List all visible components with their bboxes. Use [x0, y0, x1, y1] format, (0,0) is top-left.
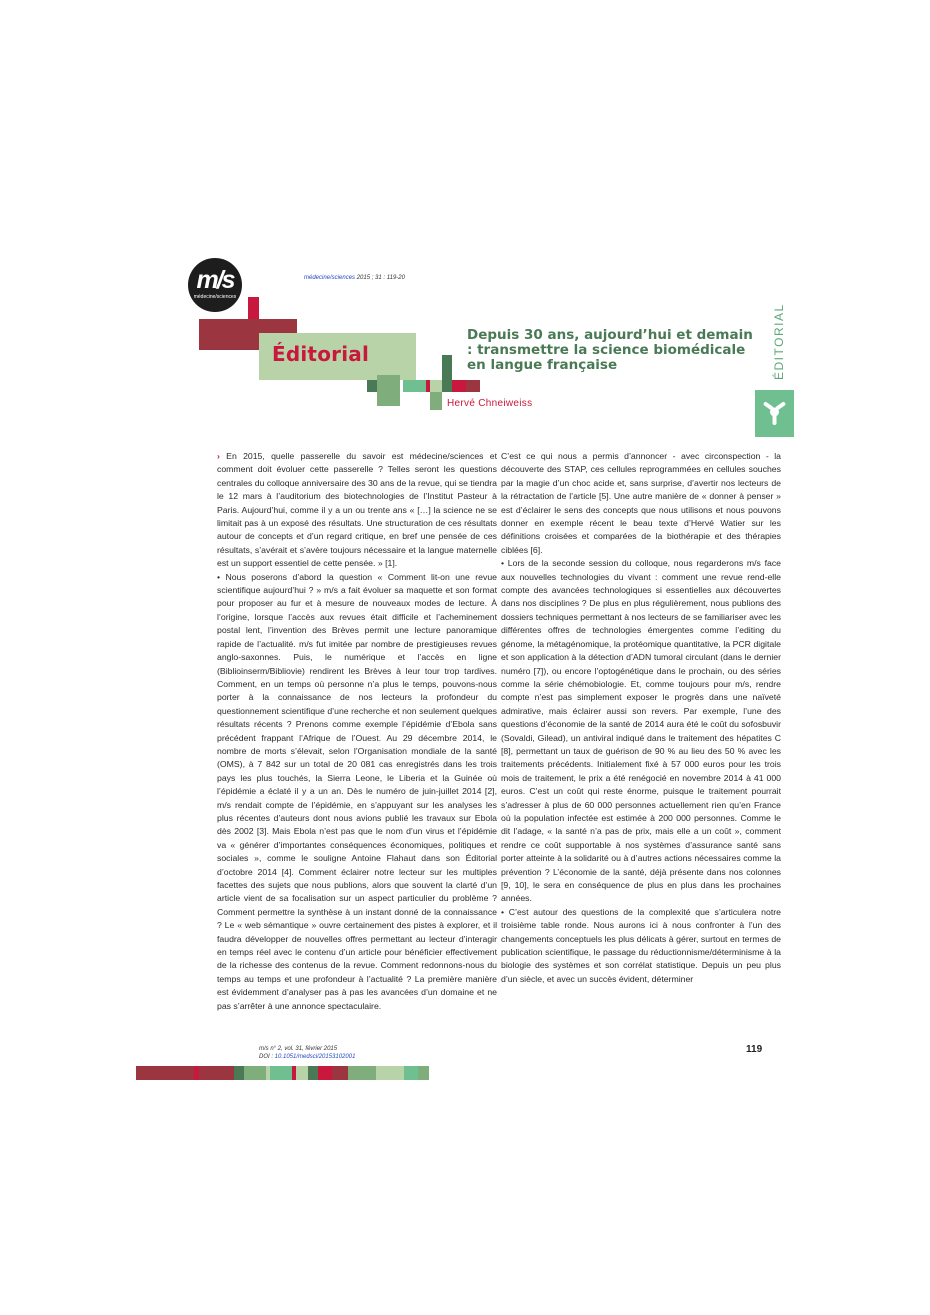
strip-segment [308, 1066, 318, 1080]
side-section-label: ÉDITORIAL [772, 303, 786, 380]
deco-green-light-block [430, 380, 442, 392]
logo-text: m/s [196, 266, 235, 294]
journal-name: médecine/sciences [304, 275, 356, 281]
strip-segment [296, 1066, 308, 1080]
strip-segment [318, 1066, 332, 1080]
footer-doi: DOI : 10.1051/medsci/20153102001 [259, 1053, 355, 1061]
chevron-right-icon: › [217, 451, 227, 461]
deco-green-vertical [442, 355, 452, 392]
strip-segment [270, 1066, 292, 1080]
strip-segment [194, 1066, 199, 1080]
deco-green-under [430, 392, 442, 410]
deco-green-mid-block [377, 375, 400, 406]
strip-segment [199, 1066, 234, 1080]
deco-red-dark-small [466, 380, 480, 392]
author-name: Hervé Chneiweiss [447, 398, 533, 409]
strip-segment [404, 1066, 418, 1080]
paragraph-text: En 2015, quelle passerelle du savoir est… [217, 451, 498, 569]
paragraph: • C’est autour des questions de la compl… [501, 906, 781, 984]
strip-segment [376, 1066, 404, 1080]
section-title: Éditorial [272, 342, 370, 366]
journal-issue: 2015 ; 31 : 119-20 [355, 275, 405, 281]
strip-segment [234, 1066, 244, 1080]
paragraph: • Lors de la seconde session du colloque… [501, 558, 781, 904]
deco-crimson-thin [426, 380, 430, 392]
strip-segment [348, 1066, 376, 1080]
doi-link[interactable]: 10.1051/medsci/20153102001 [274, 1054, 356, 1060]
deco-green-title-band [259, 333, 416, 380]
paragraph: C’est ce qui nous a permis d’annoncer - … [501, 451, 781, 555]
paragraph: › En 2015, quelle passerelle du savoir e… [217, 450, 497, 571]
page-number: 119 [746, 1044, 763, 1055]
strip-segment [292, 1066, 296, 1080]
footer-issue: m/s n° 2, vol. 31, février 2015 [259, 1046, 338, 1052]
footer-reference: m/s n° 2, vol. 31, février 2015 DOI : 10… [259, 1045, 355, 1061]
tripod-icon [763, 401, 786, 425]
strip-segment [266, 1066, 270, 1080]
journal-logo: m/s médecine/sciences [188, 258, 242, 312]
deco-green-dark-block [367, 380, 377, 392]
paragraph: • Nous poserons d’abord la question « Co… [217, 571, 497, 1011]
logo-subtext: médecine/sciences [193, 294, 237, 300]
side-section-tab: ÉDITORIAL [766, 303, 792, 384]
strip-segment [136, 1066, 194, 1080]
journal-reference: médecine/sciences 2015 ; 31 : 119-20 [304, 275, 405, 281]
strip-segment [418, 1066, 429, 1080]
body-column-left: › En 2015, quelle passerelle du savoir e… [217, 450, 497, 1013]
article-title: Depuis 30 ans, aujourd’hui et demain : t… [467, 327, 753, 373]
body-column-right: C’est ce qui nous a permis d’annoncer - … [501, 450, 781, 986]
deco-teal-block [403, 380, 426, 392]
doi-label: DOI : [259, 1054, 275, 1060]
deco-crimson-block [452, 380, 466, 392]
strip-segment [332, 1066, 348, 1080]
deco-crimson-bar-top [248, 297, 259, 333]
strip-segment [244, 1066, 266, 1080]
section-icon-box [755, 390, 794, 437]
